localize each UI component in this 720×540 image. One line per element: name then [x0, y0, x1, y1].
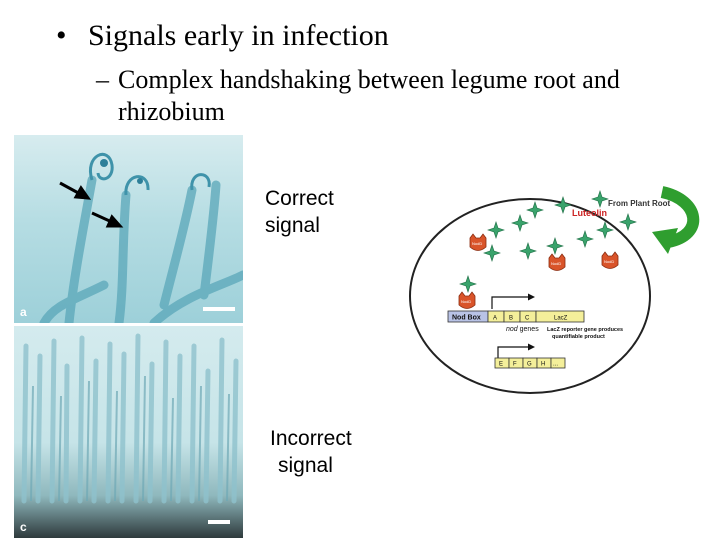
svg-text:NodD: NodD: [461, 299, 471, 304]
svg-text:C: C: [525, 316, 530, 322]
bullet-marker: •: [56, 19, 67, 52]
label-from-plant-root: From Plant Root: [608, 199, 671, 208]
nod-gene-induction-diagram: From Plant Root Luteolin NodD NodD NodD …: [400, 180, 705, 400]
svg-text:NodD: NodD: [604, 259, 614, 264]
caption-correct-signal: Correct signal: [265, 187, 334, 237]
bullet-level-2-text: Complex handshaking between legume root …: [118, 65, 620, 126]
panel-letter-c: c: [20, 520, 27, 534]
nodd-protein-icon: NodD: [458, 291, 476, 309]
svg-text:F: F: [513, 362, 517, 368]
svg-text:LacZ: LacZ: [554, 316, 568, 322]
scale-bar: [208, 520, 230, 524]
svg-text:...: ...: [553, 362, 558, 368]
nodd-protein-icon: NodD: [601, 251, 619, 269]
label-reporter: LacZ reporter gene produces: [547, 327, 623, 333]
nodd-protein-icon: NodD: [548, 253, 566, 271]
svg-text:E: E: [499, 362, 503, 368]
curved-arrow-icon: [660, 186, 700, 248]
bullet-level-1: • Signals early in infection: [56, 18, 389, 54]
gene-segment-lacz: [535, 310, 585, 323]
label-nod-genes: nod genes: [506, 326, 539, 333]
svg-text:H: H: [541, 362, 545, 368]
caption-incorrect-signal: Incorrect signal: [270, 427, 352, 477]
luteolin-star-icon: [619, 213, 637, 231]
svg-text:NodD: NodD: [472, 241, 482, 246]
svg-text:G: G: [527, 362, 532, 368]
bullet-level-1-text: Signals early in infection: [88, 19, 389, 52]
bullet-level-2: – Complex handshaking between legume roo…: [96, 64, 696, 128]
svg-text:NodD: NodD: [551, 261, 561, 266]
label-reporter-2: quantifiable product: [552, 334, 605, 340]
panel-letter-a: a: [20, 305, 27, 319]
label-luteolin: Luteolin: [572, 208, 607, 218]
sub-bullet-marker: –: [96, 65, 109, 94]
micrograph-curled-root-hairs: a: [14, 135, 243, 323]
scale-bar: [203, 307, 235, 311]
nodd-protein-icon: NodD: [469, 233, 487, 251]
luteolin-star-icon: [591, 190, 609, 208]
micrograph-straight-root-hairs: c: [14, 326, 243, 538]
svg-text:B: B: [509, 316, 513, 322]
svg-text:Nod Box: Nod Box: [452, 315, 481, 322]
gene-segment: [550, 357, 566, 369]
svg-text:A: A: [493, 316, 497, 322]
